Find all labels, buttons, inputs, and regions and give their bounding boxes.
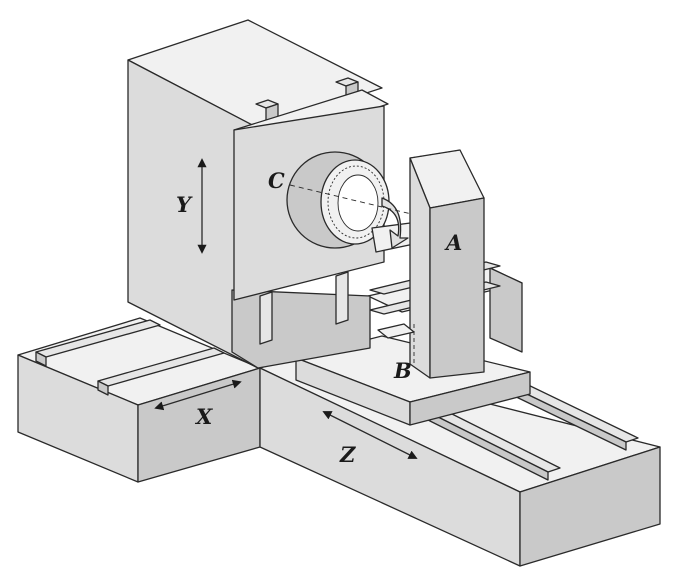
x-rail-front-face <box>97 380 109 396</box>
b-axis-upright <box>377 149 485 379</box>
column-guide-left-low <box>259 291 273 345</box>
label-y: Y <box>176 192 193 217</box>
z-base-right-side <box>519 446 661 567</box>
column-guide-right-low <box>335 271 349 325</box>
label-z: Z <box>339 442 356 467</box>
label-x: X <box>194 404 213 429</box>
spindle-ring-inner <box>337 174 379 232</box>
back-block-side <box>489 267 523 353</box>
label-b: B <box>393 358 412 383</box>
z-axis-arrow-icon <box>322 411 418 459</box>
upright-foot <box>377 323 415 339</box>
x-rail-back-front <box>35 351 47 367</box>
upright-side <box>429 197 485 379</box>
rotation-c-arrow-icon <box>381 197 409 249</box>
x-axis-arrow-icon <box>154 379 242 411</box>
label-c: C <box>268 168 285 193</box>
column <box>127 19 383 369</box>
label-a: A <box>444 230 462 255</box>
spindle <box>286 151 471 253</box>
